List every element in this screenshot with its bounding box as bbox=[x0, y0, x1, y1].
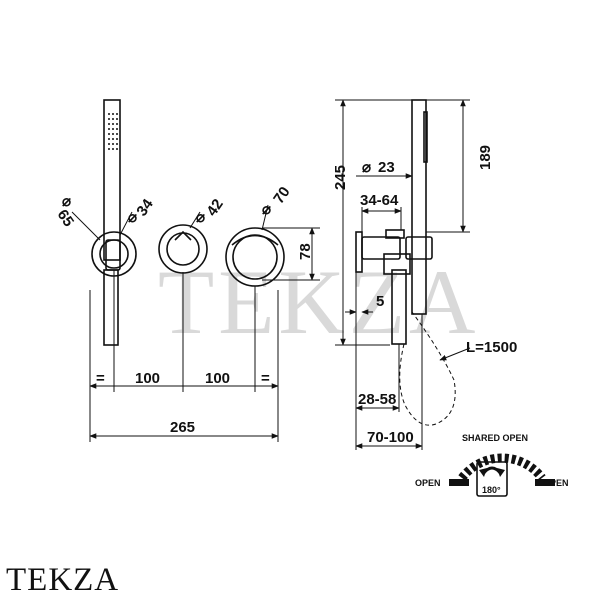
equal-left-label: = bbox=[96, 370, 105, 387]
rotation-arc bbox=[458, 453, 546, 481]
diameter-symbol-1: ⌀ bbox=[62, 193, 71, 210]
diameter-symbol-2: ⌀ bbox=[128, 209, 137, 226]
side-view bbox=[335, 99, 471, 450]
hose-length-label: L=1500 bbox=[466, 339, 517, 356]
height-189-label: 189 bbox=[477, 145, 494, 170]
hand-shower-side bbox=[405, 99, 433, 315]
open-right-label: OPEN bbox=[543, 478, 569, 488]
dia-70-label: 70 bbox=[270, 184, 293, 207]
height-78-label: 78 bbox=[297, 243, 314, 260]
hand-shower-front bbox=[91, 99, 137, 346]
front-view bbox=[71, 99, 320, 442]
spacing-2-label: 100 bbox=[205, 370, 230, 387]
spacing-1-label: 100 bbox=[135, 370, 160, 387]
dia-23-label: 23 bbox=[378, 159, 395, 176]
diameter-symbol-4: ⌀ bbox=[262, 201, 271, 218]
range-34-64-label: 34-64 bbox=[360, 192, 399, 209]
open-left-label: OPEN bbox=[415, 478, 441, 488]
range-28-58-label: 28-58 bbox=[358, 391, 396, 408]
range-70-100-label: 70-100 bbox=[367, 429, 414, 446]
dia-65-label: 65 bbox=[54, 207, 77, 230]
brand-logo-text: TEKZA bbox=[6, 562, 120, 598]
handle-rotation-legend bbox=[449, 453, 555, 497]
diameter-symbol-3: ⌀ bbox=[196, 209, 205, 226]
dia-42-label: 42 bbox=[203, 196, 226, 219]
total-width-label: 265 bbox=[170, 419, 195, 436]
equal-right-label: = bbox=[261, 370, 270, 387]
diverter-knob-front bbox=[158, 224, 208, 274]
diameter-symbol-5: ⌀ bbox=[362, 159, 371, 176]
rotation-angle-label: 180° bbox=[482, 485, 501, 495]
depth-5-label: 5 bbox=[376, 293, 384, 310]
shared-open-label: SHARED OPEN bbox=[462, 433, 528, 443]
height-245-label: 245 bbox=[332, 165, 349, 190]
watermark: TEKZA bbox=[158, 251, 479, 353]
